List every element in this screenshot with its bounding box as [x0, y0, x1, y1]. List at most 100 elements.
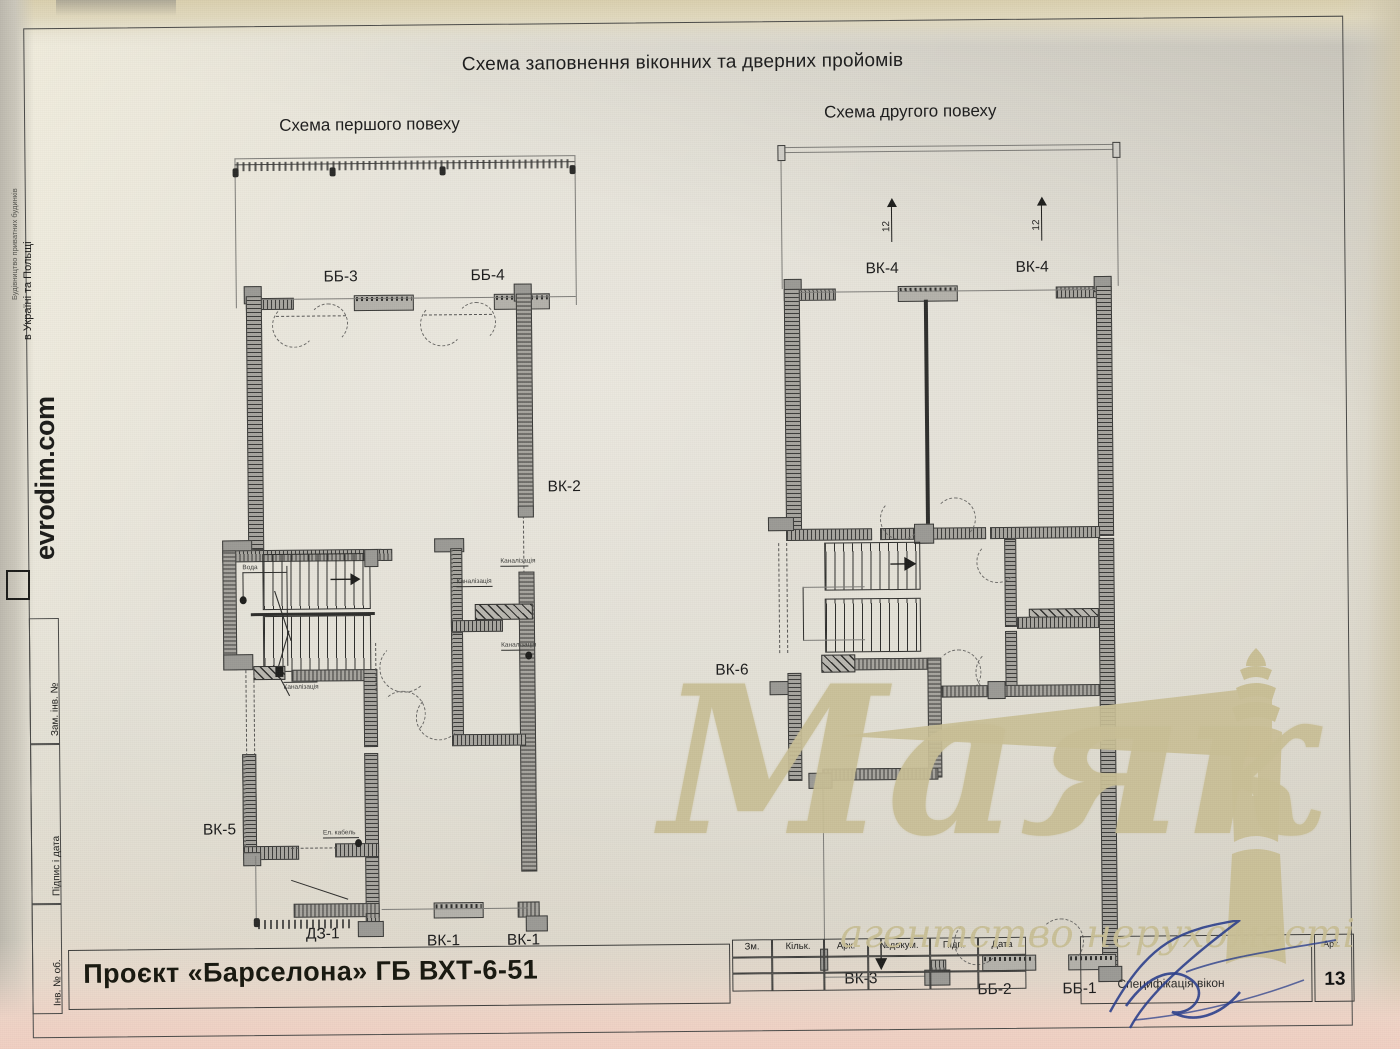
staircase-flight-lower [824, 597, 922, 653]
annotation-leader [242, 572, 244, 599]
roof-right-edge [1116, 143, 1119, 286]
wall-hall-right [364, 752, 380, 854]
wall-exterior-right-upper [1095, 285, 1115, 537]
wall-utility-sill [450, 619, 504, 633]
dz-1-leader [291, 879, 349, 900]
stair-direction-arrow [890, 556, 917, 571]
wall-exterior-right-upper [515, 293, 534, 516]
revision-header-pidp: Підп. [929, 937, 979, 956]
roof-anchor-right [1112, 141, 1121, 158]
stamp-label-signature: Підпис і дата [50, 835, 63, 897]
roof-anchor-left [777, 145, 786, 162]
wall-exterior-right-lower [1098, 537, 1119, 979]
entry-edge [255, 856, 257, 925]
project-title: Проєкт «Барселона» ГБ ВХТ-6-51 [83, 954, 539, 989]
dimension-tick-mark [569, 165, 576, 175]
revision-cell [732, 957, 773, 974]
revision-header-kilk: Кільк. [771, 938, 825, 958]
revision-cell [930, 955, 979, 972]
vk-6-leader [786, 543, 789, 654]
wall-mid-left-nub [767, 516, 795, 532]
wall-room-bottom [822, 767, 939, 781]
wall-room-divider [451, 733, 527, 747]
door-swing-arc [933, 497, 977, 540]
slope-value-left: 12 [881, 220, 893, 233]
drawing-sheet: Схема заповнення віконних та дверних про… [23, 15, 1355, 1039]
revision-header-zm: Зм. [731, 939, 773, 958]
porch-dash [291, 847, 338, 849]
roof-left-edge [780, 147, 783, 290]
annotation-cable: Ел. кабель [322, 829, 356, 837]
stair-direction-arrow [330, 573, 361, 586]
revision-cell [824, 972, 869, 991]
revision-cell [978, 970, 1027, 990]
sheet-number-label: Арк [1322, 938, 1339, 949]
door-swing-arc [307, 303, 349, 344]
wall-porch-left-hatch [242, 754, 258, 859]
annotation-node [239, 596, 247, 605]
stair-treads [825, 598, 921, 652]
wall-stairhall-left-hatch [787, 672, 803, 782]
door-swing-arc [879, 497, 923, 541]
revision-cell [868, 955, 931, 973]
wall-mid-left [786, 528, 873, 542]
label-vk-2: ВК-2 [547, 478, 581, 496]
label-bb-4: ББ-4 [470, 266, 505, 285]
revision-cell [732, 973, 773, 992]
annotation-sewer-1: Каналізація [283, 683, 319, 691]
sheet-caption: Специфікація вікон [1117, 975, 1225, 991]
stamp-label-inv: Інв. № об. [52, 959, 64, 1007]
wall-utility-left [450, 548, 463, 629]
dimension-tick-mark [329, 167, 336, 177]
roof-top-edge [780, 143, 1117, 149]
revision-cell [824, 956, 869, 973]
vk-5-leader [245, 670, 248, 757]
door-direction-arrow [875, 938, 888, 971]
roof-top-edge-2 [780, 148, 1117, 154]
annotation-node [354, 839, 363, 848]
label-vk-4-b: ВК-4 [1015, 258, 1049, 276]
brand-logo-mark [6, 570, 30, 600]
revision-cell [930, 971, 979, 990]
second-floor-plan: 12 12 ВК-4 ВК-4 ВК-6 [715, 118, 1152, 998]
label-vk-6: ВК-6 [715, 661, 749, 679]
door-swing-arc [455, 301, 497, 343]
door-swing-arc [976, 540, 1019, 584]
stair-well-outline [802, 586, 805, 641]
wall-mid-right [990, 526, 1101, 540]
revision-cell [868, 971, 931, 991]
sheet-number-box: Арк 13 [1313, 933, 1355, 1002]
photo-top-light-band [0, 0, 1400, 46]
vent-block-stair [821, 654, 856, 673]
vk-5-leader [253, 670, 256, 757]
revision-header-dokum: №докум. [867, 937, 931, 957]
terrace-right-edge [574, 155, 577, 306]
wall-exterior-left-upper [783, 288, 803, 540]
first-floor-plan: ББ-3 ББ-4 ВК-2 [174, 133, 602, 950]
annotation-sewer-4: Каналізація [501, 641, 537, 649]
door-line [375, 642, 377, 691]
subtitle-first-floor: Схема першого повеху [279, 114, 460, 135]
revision-cell [772, 972, 825, 992]
wall-corridor-top [291, 669, 366, 682]
vk-6-leader [778, 543, 781, 654]
wall-stairhall-left-foot [223, 654, 254, 671]
label-vk-5: ВК-5 [202, 821, 237, 839]
door-swing-arc [415, 694, 463, 741]
title-block: Проєкт «Барселона» ГБ ВХТ-6-51 Зм. Кільк… [68, 932, 1355, 1022]
opening-vk-2 [517, 505, 534, 518]
wall-porch-corner [243, 852, 262, 867]
brand-site-url: evrodim.com [30, 396, 60, 560]
annotation-node [525, 651, 533, 660]
project-title-box: Проєкт «Барселона» ГБ ВХТ-6-51 [68, 943, 731, 1010]
label-bb-3: ББ-3 [323, 268, 358, 286]
partition-central [923, 299, 931, 538]
riser-node [275, 666, 284, 677]
wall-foot-left [357, 920, 384, 938]
opening-vk-1-a [433, 901, 484, 919]
wall-stairhall-right [364, 548, 379, 568]
brand-tagline-small: Будівництво приватних будинків [10, 188, 19, 300]
wall-room-corner [808, 772, 833, 789]
dimension-tick-mark [253, 918, 260, 928]
revision-header-data: Дата [977, 936, 1027, 956]
